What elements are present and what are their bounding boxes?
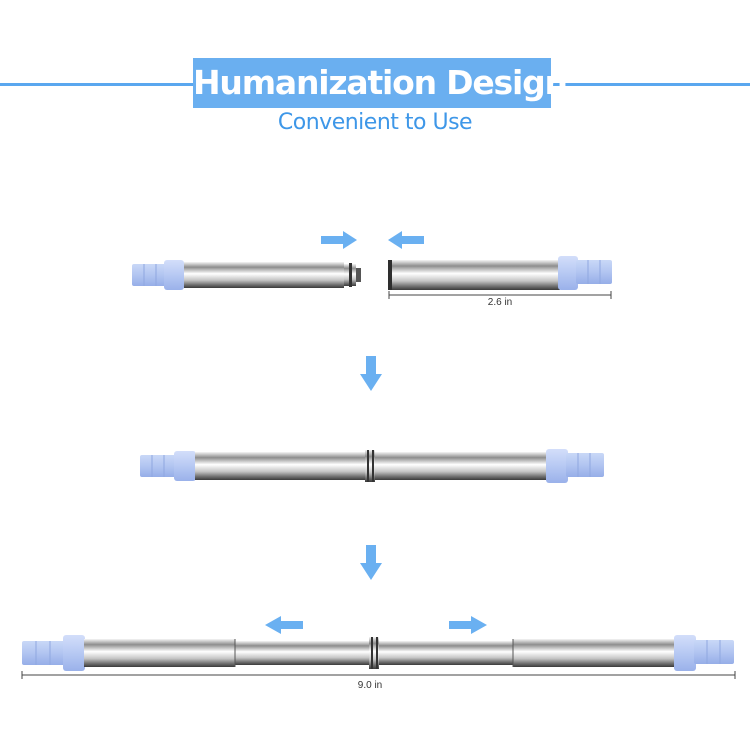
arrow-right-icon [321, 231, 357, 249]
page-subtitle: Convenient to Use [277, 110, 473, 135]
dimension-label-full: 9.0 in [357, 680, 383, 691]
arrow-left-icon [388, 231, 424, 249]
header-rule-right [551, 83, 750, 86]
straw-piece-right [388, 256, 612, 290]
page-title: Humanization Design [193, 58, 568, 108]
arrow-right-icon [449, 616, 487, 634]
straw-piece-left [132, 260, 361, 290]
header-rule-left [0, 83, 193, 86]
dimension-label-short: 2.6 in [487, 297, 513, 308]
dimension-line-full [21, 671, 736, 679]
arrow-down-icon [360, 545, 382, 580]
arrow-down-icon [360, 356, 382, 391]
dimension-line-short [388, 291, 612, 299]
straw-extended [22, 635, 734, 671]
arrow-left-icon [265, 616, 303, 634]
straw-joined [140, 449, 604, 483]
